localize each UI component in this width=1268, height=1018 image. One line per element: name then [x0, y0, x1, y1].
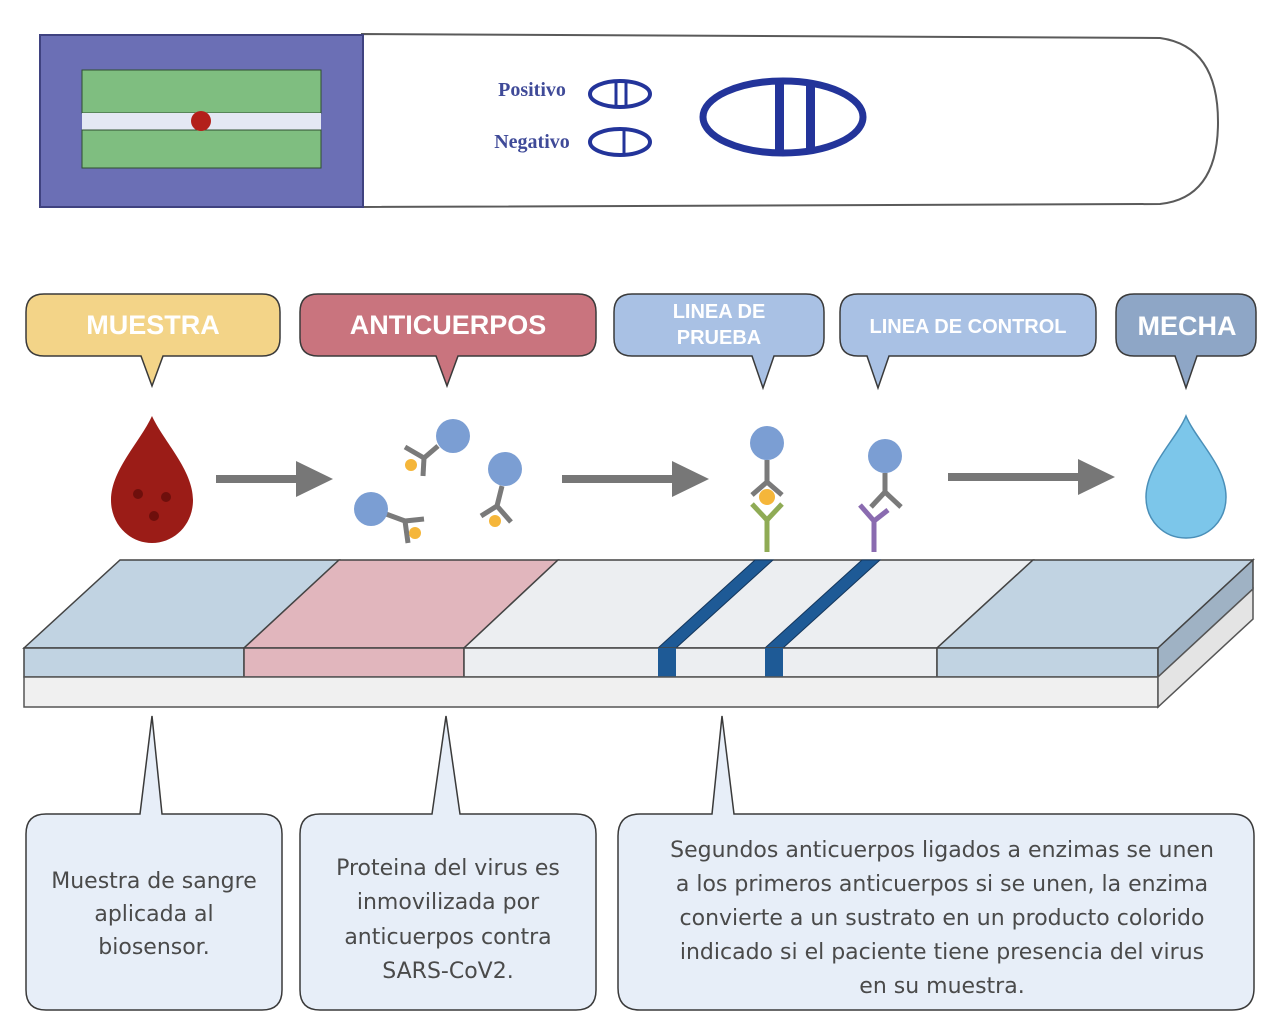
desc-lineas-line-4: indicado si el paciente tiene presencia … — [680, 940, 1204, 965]
positive-label: Positivo — [498, 79, 566, 101]
lateral-flow-strip — [22, 558, 1255, 709]
blood-drop-dot — [191, 111, 211, 131]
antibody-3-icon — [479, 452, 522, 527]
callout-muestra: MUESTRA — [25, 293, 281, 389]
desc-anticuerpos-line-1: Proteina del virus es — [336, 856, 560, 881]
negative-icon — [588, 127, 652, 157]
callout-linea-control: LINEA DE CONTROL — [839, 293, 1097, 391]
test-device: Positivo Negativo — [39, 32, 1220, 209]
desc-anticuerpos-line-3: anticuerpos contra — [344, 925, 551, 950]
sample-pad-top — [81, 69, 322, 114]
callout-anticuerpos: ANTICUERPOS — [299, 293, 597, 389]
desc-anticuerpos-line-2: inmovilizada por — [357, 890, 540, 915]
test-line-complex-icon — [750, 426, 784, 552]
desc-muestra-line-3: biosensor. — [98, 935, 209, 960]
desc-muestra-line-2: aplicada al — [94, 902, 213, 927]
desc-lineas-line-1: Segundos anticuerpos ligados a enzimas s… — [670, 838, 1214, 863]
result-window — [699, 77, 867, 157]
desc-lineas-line-3: convierte a un sustrato en un producto c… — [680, 906, 1205, 931]
control-line-complex-icon — [858, 439, 903, 552]
desc-box-muestra: Muestra de sangre aplicada al biosensor. — [25, 715, 283, 1011]
arrow-3-icon — [948, 459, 1115, 495]
desc-lineas-line-5: en su muestra. — [859, 974, 1024, 999]
desc-lineas-line-2: a los primeros anticuerpos si se unen, l… — [676, 872, 1208, 897]
antibody-1-icon — [403, 419, 470, 477]
blood-drop-icon — [111, 416, 193, 543]
sample-pad-bottom — [81, 129, 322, 169]
water-drop-icon — [1145, 414, 1227, 539]
antibody-2-icon — [354, 492, 425, 544]
positive-icon — [588, 79, 652, 109]
callout-linea-prueba-title-2: PRUEBA — [677, 327, 761, 349]
callout-linea-control-title: LINEA DE CONTROL — [869, 316, 1066, 338]
callout-muestra-title: MUESTRA — [86, 310, 220, 340]
negative-label: Negativo — [494, 131, 570, 153]
arrow-1-icon — [216, 461, 333, 497]
callout-mecha: MECHA — [1115, 293, 1257, 391]
callout-linea-prueba-title-1: LINEA DE — [673, 301, 766, 323]
callout-anticuerpos-title: ANTICUERPOS — [350, 310, 547, 340]
callout-linea-prueba: LINEA DE PRUEBA — [613, 293, 825, 391]
callout-mecha-title: MECHA — [1138, 311, 1237, 341]
desc-box-lineas: Segundos anticuerpos ligados a enzimas s… — [617, 715, 1255, 1011]
desc-anticuerpos-line-4: SARS-CoV2. — [382, 959, 513, 984]
desc-muestra-line-1: Muestra de sangre — [51, 869, 257, 894]
desc-box-anticuerpos: Proteina del virus es inmovilizada por a… — [299, 715, 597, 1011]
arrow-2-icon — [562, 461, 709, 497]
